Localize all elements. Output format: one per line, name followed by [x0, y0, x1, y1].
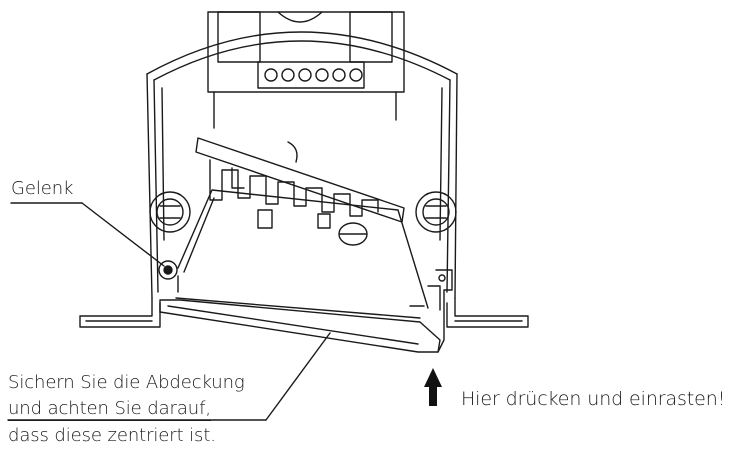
cover-plate [159, 297, 441, 353]
cover-leader-diagonal [265, 332, 331, 421]
latch-hook [427, 269, 453, 353]
terminal-block [207, 11, 405, 129]
housing-shell [146, 31, 458, 299]
arrow-up-icon [424, 368, 442, 406]
right-screw [415, 191, 457, 233]
secure-instruction-line-1: Sichern Sie die Abdeckung [8, 372, 245, 393]
left-flange [79, 297, 161, 328]
secure-instruction-line-2: und achten Sie darauf, [8, 398, 211, 421]
press-instruction-label: Hier drücken und einrasten! [461, 388, 726, 410]
hinge-joint [158, 189, 429, 309]
secure-instruction-text-2: und achten Sie darauf, [8, 398, 211, 421]
secure-instruction-line-3: dass diese zentriert ist. [8, 425, 216, 446]
hinge-leader-diagonal [81, 202, 165, 267]
left-screw [149, 191, 191, 233]
right-flange [446, 297, 529, 328]
hinge-label: Gelenk [11, 178, 74, 199]
